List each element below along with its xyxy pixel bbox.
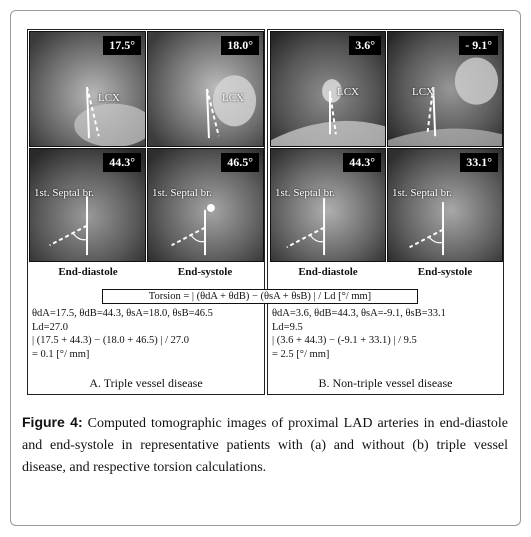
caption-label: Figure 4: — [22, 414, 83, 430]
phase-label: End-systole — [417, 266, 473, 278]
panel-a — [27, 29, 265, 395]
vessel-label: 1st. Septal br. — [275, 187, 335, 199]
calc-line: Ld=27.0 — [32, 321, 68, 333]
ct-image-a-systole-septal: 46.5° 1st. Septal br. — [147, 148, 264, 262]
vessel-label: 1st. Septal br. — [34, 187, 94, 199]
angle-badge: 46.5° — [221, 153, 259, 172]
angle-badge: - 9.1° — [459, 36, 498, 55]
calc-line: Ld=9.5 — [272, 321, 303, 333]
panel-b — [267, 29, 504, 395]
ct-image-b-systole-septal: 33.1° 1st. Septal br. — [387, 148, 503, 262]
panel-title-a: A. Triple vessel disease — [89, 376, 203, 390]
calc-line: | (17.5 + 44.3) − (18.0 + 46.5) | / 27.0 — [32, 335, 189, 346]
vessel-label: LCX — [98, 92, 120, 104]
calc-line: θdA=3.6, θdB=44.3, θsA=-9.1, θsB=33.1 — [272, 308, 446, 319]
caption-text: Computed tomographic images of proximal … — [22, 416, 508, 475]
ct-image-a-diastole-septal: 44.3° 1st. Septal br. — [29, 148, 146, 262]
angle-badge: 33.1° — [460, 153, 498, 172]
ct-image-a-diastole-lcx: 17.5° LCX — [29, 31, 146, 147]
figure-caption: Figure 4: Computed tomographic images of… — [22, 411, 508, 479]
panel-title-b: B. Non-triple vessel disease — [318, 376, 453, 390]
vessel-label: LCX — [337, 86, 359, 98]
ct-image-b-systole-lcx: - 9.1° LCX — [387, 31, 503, 147]
calc-b: θdA=3.6, θdB=44.3, θsA=-9.1, θsB=33.1 Ld… — [272, 307, 446, 361]
angle-badge: 17.5° — [103, 36, 141, 55]
vessel-label: 1st. Septal br. — [392, 187, 452, 199]
ct-image-b-diastole-septal: 44.3° 1st. Septal br. — [270, 148, 386, 262]
figure-frame — [10, 10, 521, 526]
angle-badge: 44.3° — [343, 153, 381, 172]
vessel-label: LCX — [412, 86, 434, 98]
torsion-formula: Torsion = | (θdA + θdB) − (θsA + θsB) | … — [102, 289, 418, 304]
angle-badge: 18.0° — [221, 36, 259, 55]
calc-line: = 0.1 [°/ mm] — [32, 348, 90, 360]
ct-image-b-diastole-lcx: 3.6° LCX — [270, 31, 386, 147]
angle-badge: 44.3° — [103, 153, 141, 172]
calc-a: θdA=17.5, θdB=44.3, θsA=18.0, θsB=46.5 L… — [32, 307, 213, 361]
calc-line: | (3.6 + 44.3) − (-9.1 + 33.1) | / 9.5 — [272, 335, 417, 346]
vessel-label: 1st. Septal br. — [152, 187, 212, 199]
phase-label: End-systole — [177, 266, 233, 278]
calc-line: θdA=17.5, θdB=44.3, θsA=18.0, θsB=46.5 — [32, 308, 213, 319]
ct-image-a-systole-lcx: 18.0° LCX — [147, 31, 264, 147]
calc-line: = 2.5 [°/ mm] — [272, 348, 330, 360]
phase-label: End-diastole — [298, 266, 358, 278]
phase-label: End-diastole — [58, 266, 118, 278]
vessel-label: LCX — [222, 92, 244, 104]
angle-badge: 3.6° — [349, 36, 381, 55]
